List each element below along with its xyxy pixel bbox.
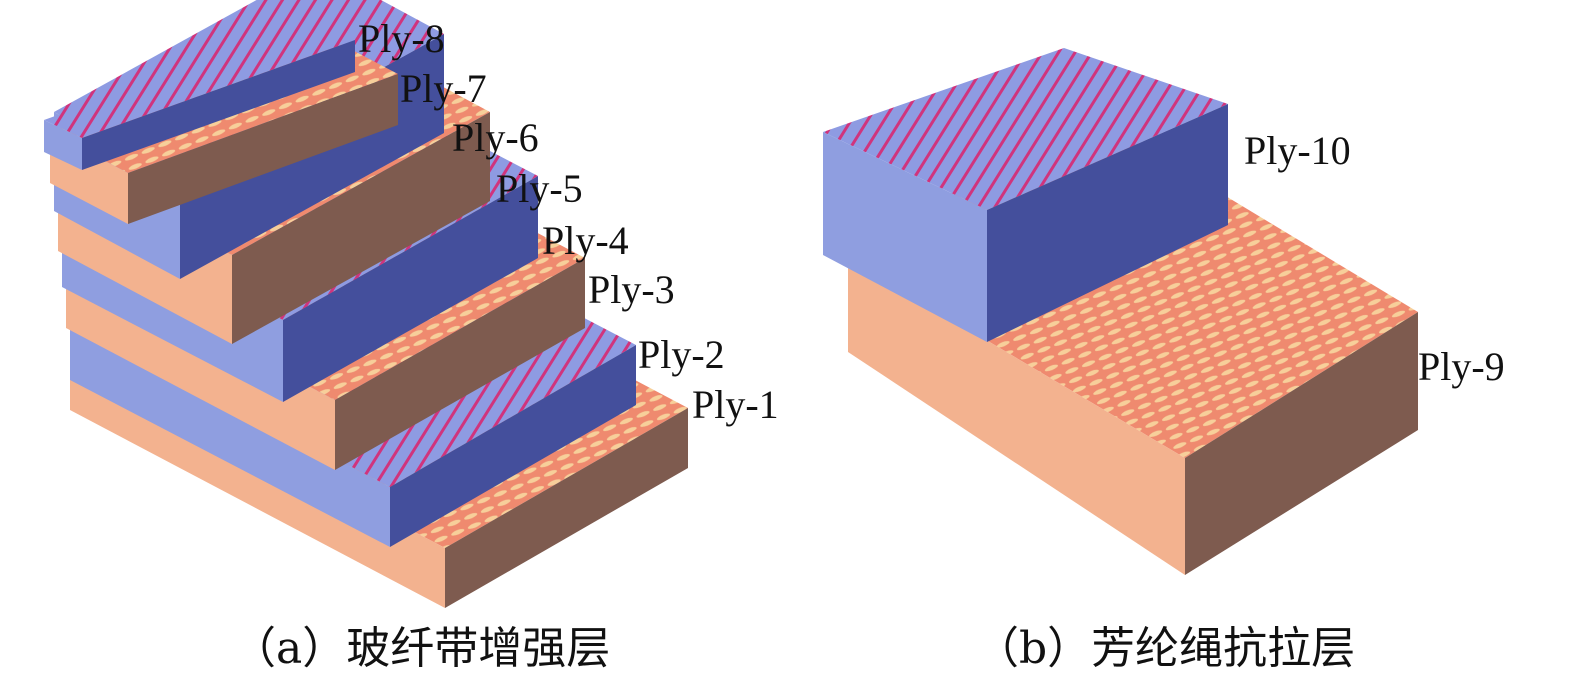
caption-panel-a: （a）玻纤带增强层: [232, 623, 611, 674]
ply-label-2: Ply-2: [638, 332, 725, 377]
ply-label-4: Ply-4: [542, 218, 629, 263]
ply-label-7: Ply-7: [400, 66, 487, 111]
ply-label-6: Ply-6: [452, 115, 539, 160]
ply-10-block: [823, 48, 1228, 342]
ply-label-5: Ply-5: [496, 166, 583, 211]
ply-label-9: Ply-9: [1418, 344, 1505, 389]
panel-b-two-layer-block: Ply-10 Ply-9: [823, 48, 1505, 575]
ply-8-block: [44, 22, 355, 170]
ply-label-3: Ply-3: [588, 267, 675, 312]
panel-a-stair-stack: Ply-8 Ply-7 Ply-6 Ply-5 Ply-4 Ply-3 Ply-…: [44, 0, 779, 608]
ply-label-8: Ply-8: [358, 16, 445, 61]
caption-panel-b: （b）芳纶绳抗拉层: [975, 623, 1356, 674]
ply-label-1: Ply-1: [692, 382, 779, 427]
ply-label-10: Ply-10: [1244, 128, 1351, 173]
